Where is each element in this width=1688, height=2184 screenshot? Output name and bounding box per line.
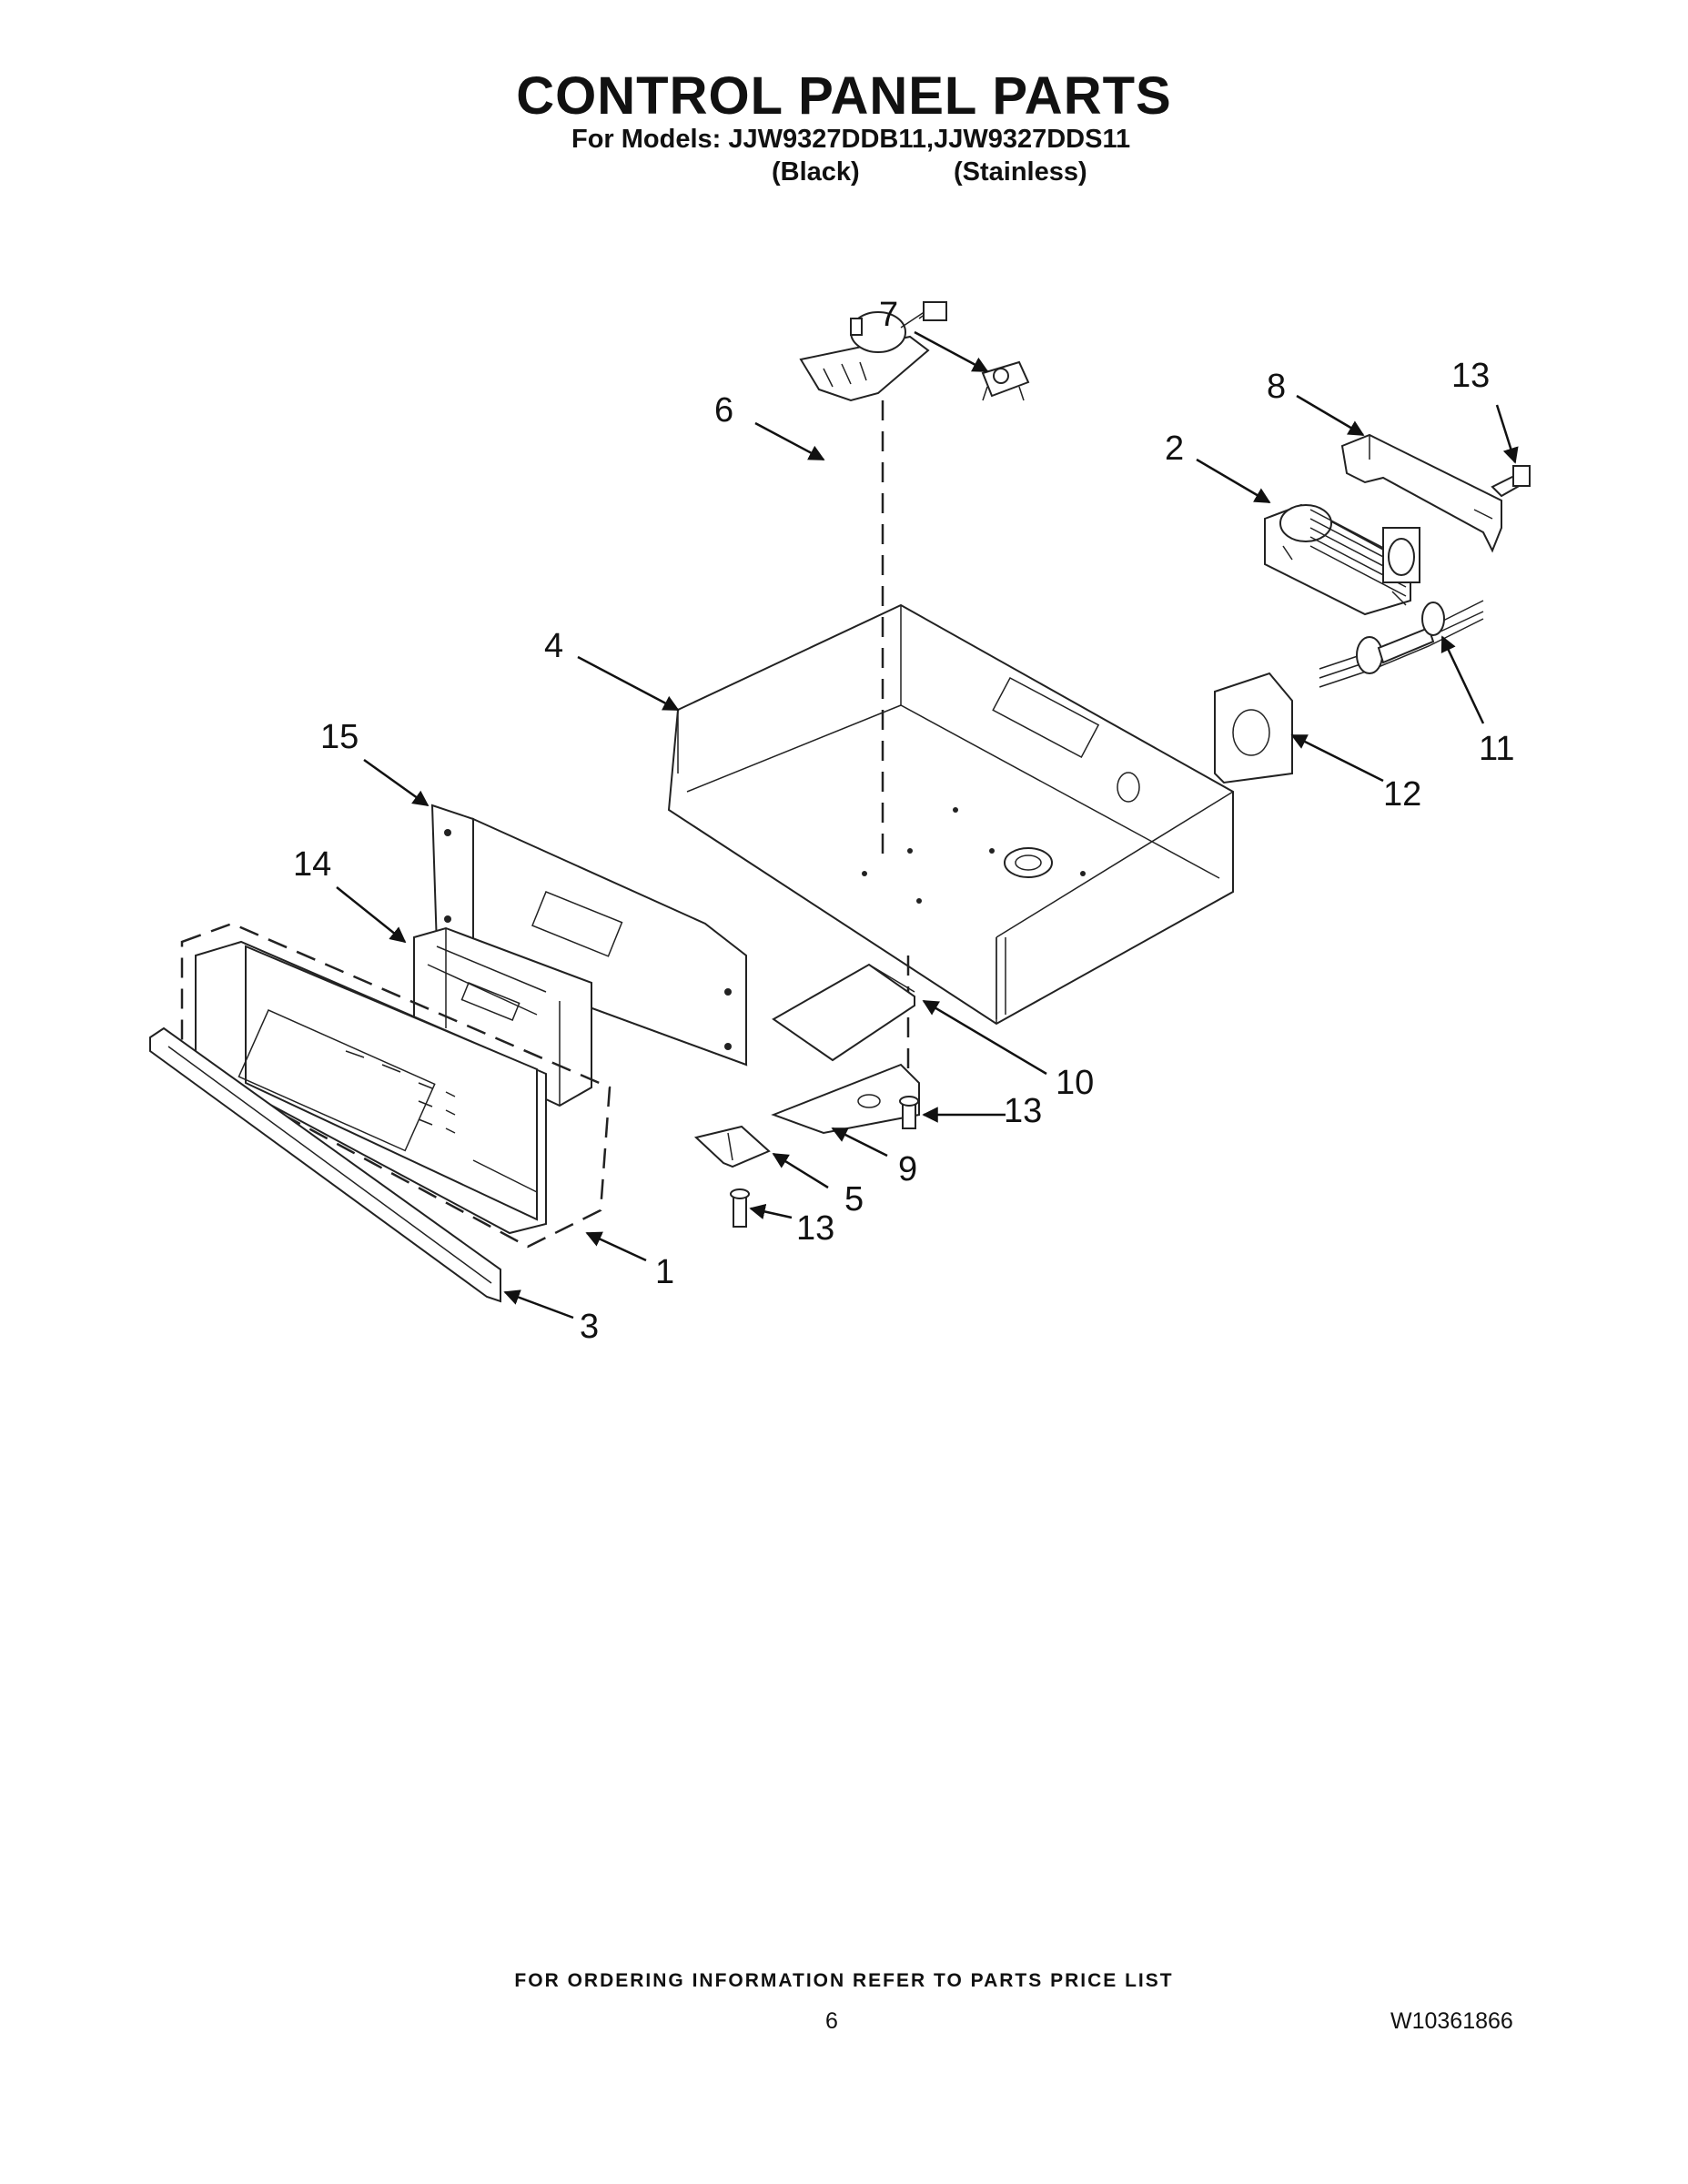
part-7-thermal-switch [981,360,1030,401]
callout-6: 6 [714,391,733,430]
callout-14: 14 [293,845,331,884]
part-9-bracket-plate [771,1063,920,1135]
document-number: W10361866 [1390,2008,1513,2034]
part-4-enclosure-box [667,603,1234,1026]
part-13-screw-bottom [730,1188,750,1228]
callout-13-middle: 13 [1004,1092,1042,1130]
ordering-note: FOR ORDERING INFORMATION REFER TO PARTS … [514,1970,1174,1991]
leader-arrows [336,330,1519,1320]
page-title: CONTROL PANEL PARTS [516,66,1172,126]
callout-1: 1 [655,1253,674,1291]
part-15-rear-panel [430,804,748,1067]
callout-15: 15 [320,718,359,756]
exploded-parts-diagram: 7 6 8 13 2 4 11 12 15 14 10 13 9 5 13 1 … [149,296,1531,1346]
callout-13-bottom: 13 [796,1209,834,1248]
part-5-clip [693,1125,771,1168]
part-10-cover-plate [772,963,915,1062]
part-13-screw-middle [899,1096,919,1129]
callout-11: 11 [1479,730,1514,768]
part-8-bracket [1340,433,1502,553]
part-13-screw-top [1491,465,1531,498]
page-number: 6 [825,2008,838,2034]
callout-12: 12 [1383,775,1421,814]
callout-3: 3 [580,1308,599,1346]
callout-9: 9 [898,1150,917,1188]
part-3-trim-strip [149,1026,501,1303]
callout-13-top: 13 [1451,357,1490,395]
callout-5: 5 [844,1180,864,1218]
callout-4: 4 [544,627,563,665]
part-6-switch-assembly [799,301,947,402]
callout-2: 2 [1165,430,1184,468]
variant-black-label: (Black) [772,157,860,187]
callout-7: 7 [879,296,898,334]
callout-8: 8 [1267,368,1286,406]
part-12-plate [1214,672,1293,784]
variant-stainless-label: (Stainless) [954,157,1087,187]
part-11-wire-harness [1319,600,1484,688]
part-2-blower-fan [1264,503,1420,616]
models-line: For Models: JJW9327DDB11,JJW9327DDS11 [571,125,1131,154]
callout-10: 10 [1056,1064,1094,1102]
